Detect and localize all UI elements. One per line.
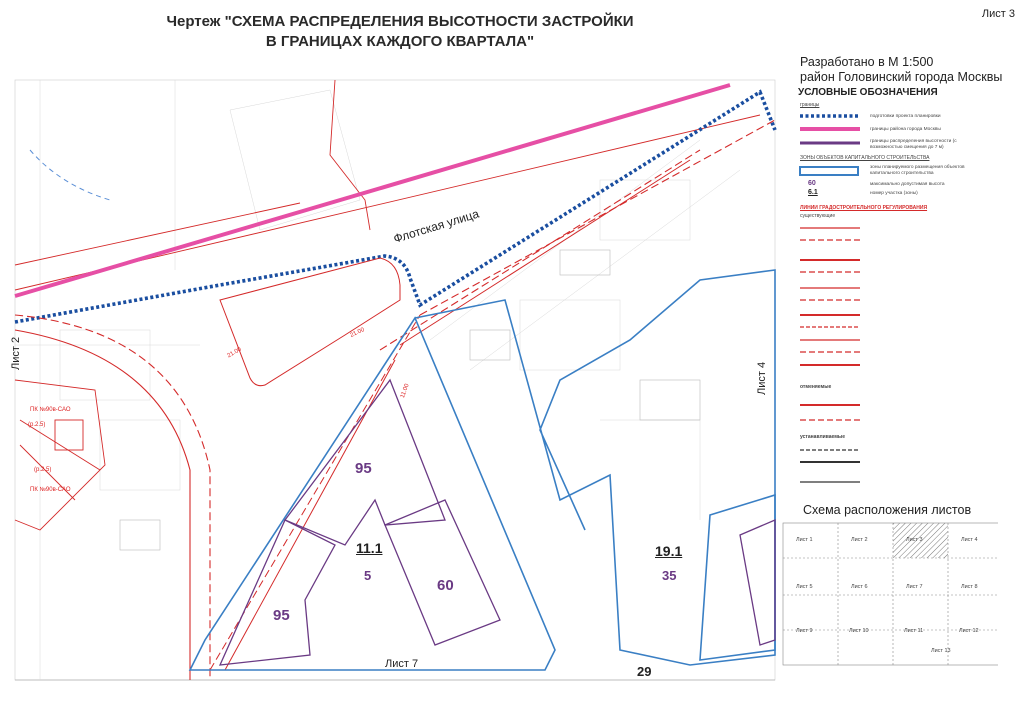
- scheme-cell-3[interactable]: Лист 3: [906, 537, 923, 543]
- red-dashed-left-1: [14, 314, 211, 680]
- legend-red-lines-heading: ЛИНИИ ГРАДОСТРОИТЕЛЬНОГО РЕГУЛИРОВАНИЯ: [800, 205, 928, 211]
- block-height-35: 35: [662, 568, 677, 583]
- scheme-cell-1[interactable]: Лист 1: [796, 537, 813, 543]
- legend-symbols: [799, 114, 860, 483]
- legend-height-label: максимально допустимая высота: [870, 182, 945, 187]
- p-label-2: (р.2.5): [34, 467, 52, 473]
- legend-title: УСЛОВНЫЕ ОБОЗНАЧЕНИЯ: [798, 87, 938, 98]
- scheme-cell-12[interactable]: Лист 12: [959, 628, 979, 634]
- scheme-cell-5[interactable]: Лист 5: [796, 584, 813, 590]
- title-line-2: В ГРАНИЦАХ КАЖДОГО КВАРТАЛА": [265, 33, 535, 50]
- legend-established-heading: устанавливаемые: [800, 434, 845, 440]
- legend-height-value: 60: [808, 180, 816, 187]
- legend-item-district: границы района города Москвы: [870, 127, 941, 132]
- district-text: район Головинский города Москвы: [800, 70, 1003, 84]
- pk-label-2: ПК №90в-САО: [30, 487, 71, 493]
- legend-existing-heading: существующие: [800, 213, 836, 219]
- pk-label-1: ПК №90в-САО: [30, 407, 71, 413]
- street-label: Флотская улица: [392, 206, 481, 245]
- drawing-title: Чертеж "СХЕМА РАСПРЕДЕЛЕНИЯ ВЫСОТНОСТИ З…: [140, 12, 660, 52]
- sheet-scheme-grid: [782, 522, 998, 666]
- red-solid-left-1: [14, 329, 191, 680]
- bottom-number: 29: [637, 664, 652, 679]
- height-60: 60: [437, 577, 454, 594]
- legend-zones-heading: ЗОНЫ ОБЪЕКТОВ КАПИТАЛЬНОГО СТРОИТЕЛЬСТВА: [800, 155, 930, 161]
- red-triangle-parcel: [219, 257, 401, 387]
- legend-borders-heading: границы: [800, 102, 820, 108]
- red-solid-diag: [399, 159, 691, 346]
- red-dashed-diag-2: [379, 149, 701, 351]
- sheet-number: Лист 3: [981, 8, 1015, 20]
- sheet-scheme-title: Схема расположения листов: [803, 503, 972, 517]
- title-line-1: Чертеж "СХЕМА РАСПРЕДЕЛЕНИЯ ВЫСОТНОСТИ З…: [166, 13, 634, 30]
- scheme-cell-7[interactable]: Лист 7: [906, 584, 923, 590]
- height-95-a: 95: [355, 460, 372, 477]
- district-border: [14, 83, 731, 298]
- scheme-cell-13[interactable]: Лист 13: [931, 648, 951, 654]
- legend-cancelled-heading: отменяемые: [800, 384, 832, 390]
- scale-text: Разработано в М 1:500: [800, 55, 934, 69]
- dashed-blue-line: [29, 149, 111, 201]
- p-label-1: (р.2.5): [28, 422, 46, 428]
- legend-item-planning: подготовки проекта планировки: [870, 114, 941, 119]
- background-linework: [15, 80, 741, 680]
- block-number-19-1: 19.1: [655, 543, 683, 559]
- scheme-cell-4[interactable]: Лист 4: [961, 537, 978, 543]
- height-95-b: 95: [273, 607, 290, 624]
- red-dashed-diag-3: [209, 314, 421, 671]
- scheme-cell-2[interactable]: Лист 2: [851, 537, 868, 543]
- building-outlines: [119, 249, 701, 551]
- scheme-highlight-cell: [893, 523, 948, 558]
- planning-boundary: [14, 89, 777, 324]
- sheet-right-label[interactable]: Лист 4: [756, 361, 768, 395]
- legend-parcel-label: номер участка (зоны): [870, 191, 918, 196]
- sheet-bottom-label[interactable]: Лист 7: [385, 658, 419, 670]
- block-height-5: 5: [364, 568, 372, 583]
- scheme-cell-9[interactable]: Лист 9: [796, 628, 813, 634]
- block-number-11-1: 11.1: [356, 540, 383, 556]
- legend-parcel-value: 6.1: [808, 189, 818, 196]
- sheet-left-label[interactable]: Лист 2: [10, 336, 22, 370]
- height-zones: [218, 378, 776, 666]
- legend-item-zone: зоны планируемого размещения объектов ка…: [870, 165, 965, 176]
- scheme-cell-6[interactable]: Лист 6: [851, 584, 868, 590]
- red-dashed-diag: [419, 119, 776, 316]
- scheme-cell-11[interactable]: Лист 11: [904, 628, 924, 634]
- red-hatched-parcel: [14, 379, 106, 531]
- legend-red-line-samples: [800, 227, 860, 421]
- scheme-cell-8[interactable]: Лист 8: [961, 584, 978, 590]
- scheme-cell-10[interactable]: Лист 10: [849, 628, 869, 634]
- zone-polygons: [188, 269, 776, 671]
- legend-black-line-samples: [800, 449, 860, 483]
- legend-symbol-zone: [799, 166, 859, 176]
- legend-item-height-border: границы распределения высотности (с возм…: [870, 139, 957, 150]
